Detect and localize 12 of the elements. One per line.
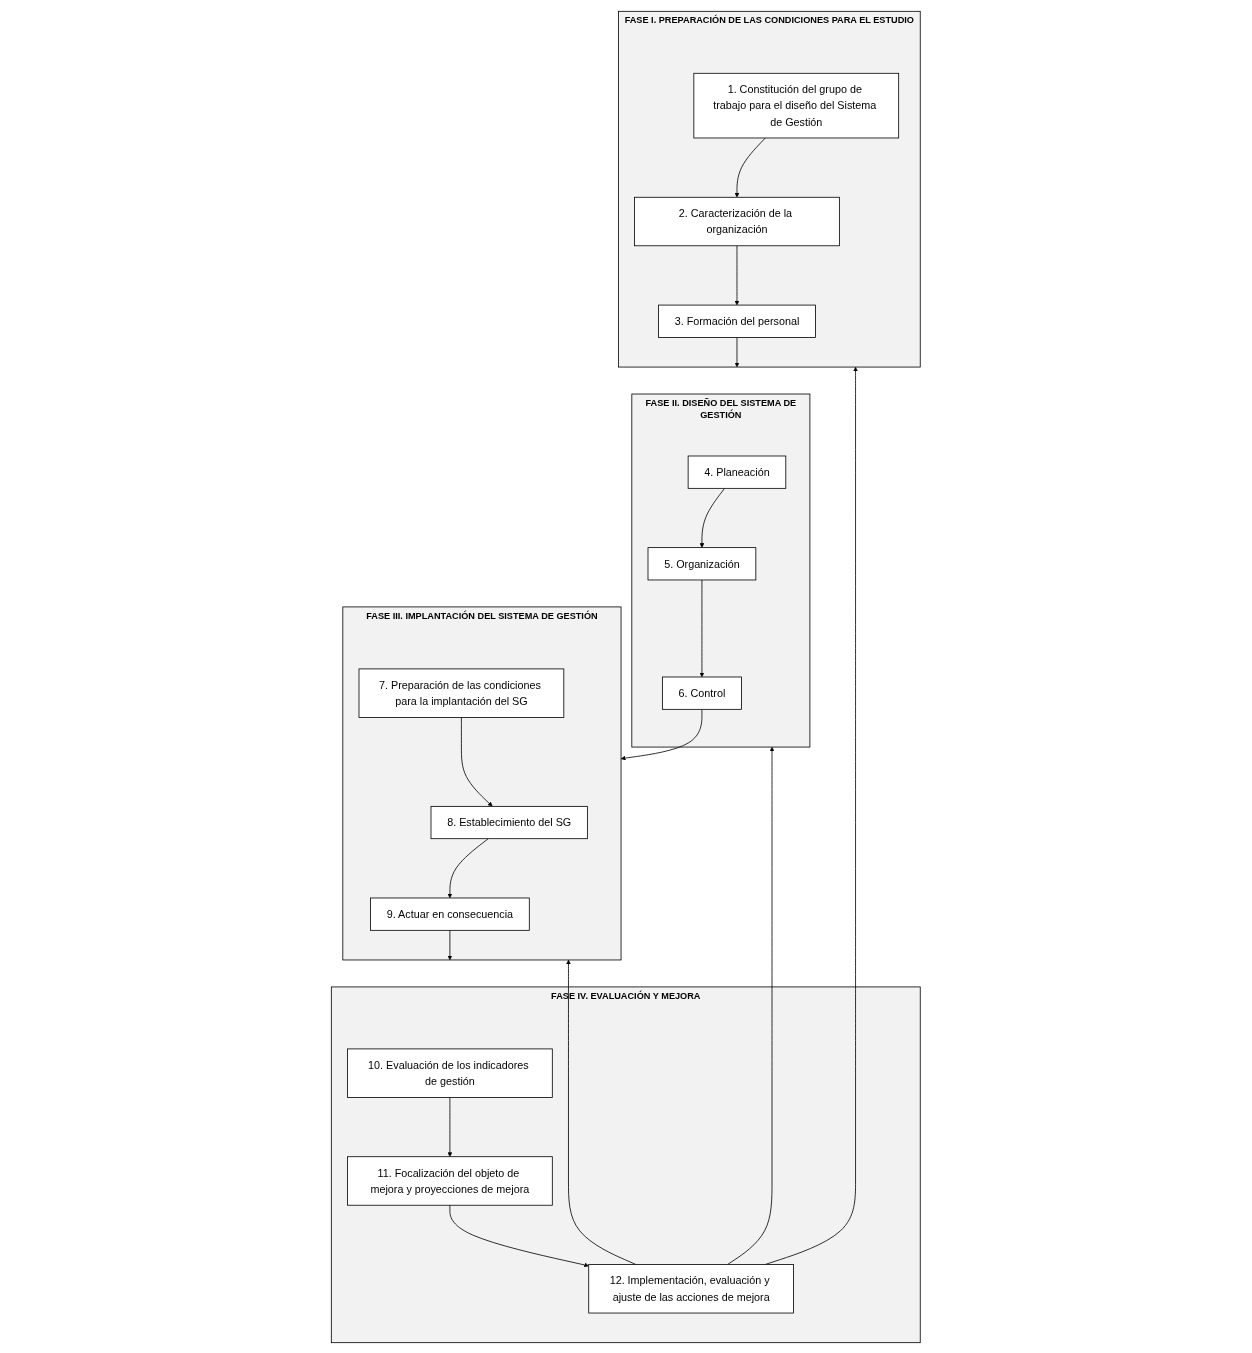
node-box: 8. Establecimiento del SG [430, 805, 588, 839]
node-box: 6. Control [662, 676, 743, 710]
node-box: 2. Caracterización de la organización [634, 196, 840, 246]
node-box: 1. Constitución del grupo de trabajo para el diseño del Sistema de Gestión [693, 72, 900, 138]
node-box: 12. Implementación, evaluación y ajuste de las acciones de mejora [588, 1263, 795, 1313]
node-box: 11. Focalización del objeto de mejora y proyecciones de mejora [347, 1155, 553, 1206]
node-box: 9. Actuar en consecuencia [370, 897, 530, 931]
node-box: 10. Evaluación de los indicadores de gestión [347, 1048, 553, 1098]
node-box: 7. Preparación de las condiciones para la implantación del SG [358, 668, 565, 718]
node-box: 3. Formación del personal [658, 304, 817, 338]
node-box: 4. Planeación [687, 455, 787, 489]
node-box: 5. Organización [647, 546, 757, 580]
